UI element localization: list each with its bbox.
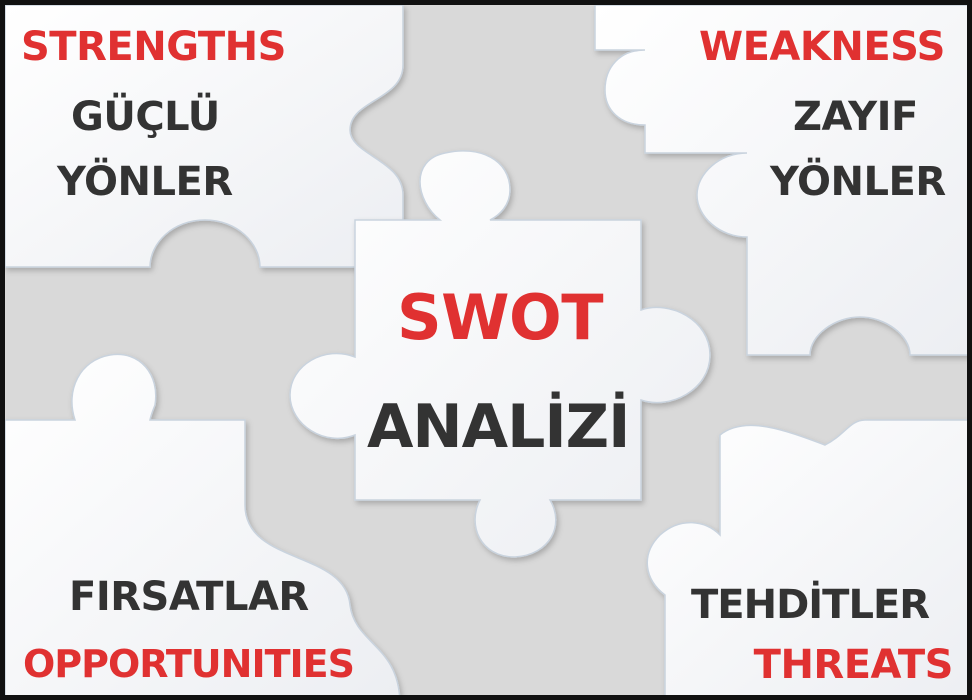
weakness-turkish-line1: ZAYIF <box>793 94 918 140</box>
center-title-swot: SWOT <box>397 281 604 354</box>
strengths-english-label: STRENGTHS <box>21 24 286 70</box>
center-title-analizi: ANALİZİ <box>367 392 630 462</box>
puzzle-piece-threats <box>646 419 967 695</box>
weakness-turkish-line2: YÖNLER <box>770 159 946 205</box>
threats-turkish-label: TEHDİTLER <box>691 582 930 628</box>
puzzle-piece-opportunities <box>5 353 401 695</box>
threats-english-label: THREATS <box>753 642 954 688</box>
opportunities-turkish-label: FIRSATLAR <box>69 574 309 620</box>
strengths-turkish-line2: YÖNLER <box>57 159 233 205</box>
puzzle-piece-center <box>289 150 711 558</box>
weakness-english-label: WEAKNESS <box>698 24 946 70</box>
puzzle-pieces <box>5 5 967 695</box>
puzzle-piece-weakness <box>594 5 967 356</box>
puzzle-piece-strengths <box>5 5 404 268</box>
opportunities-english-label: OPPORTUNITIES <box>23 642 355 686</box>
strengths-turkish-line1: GÜÇLÜ <box>71 94 220 140</box>
